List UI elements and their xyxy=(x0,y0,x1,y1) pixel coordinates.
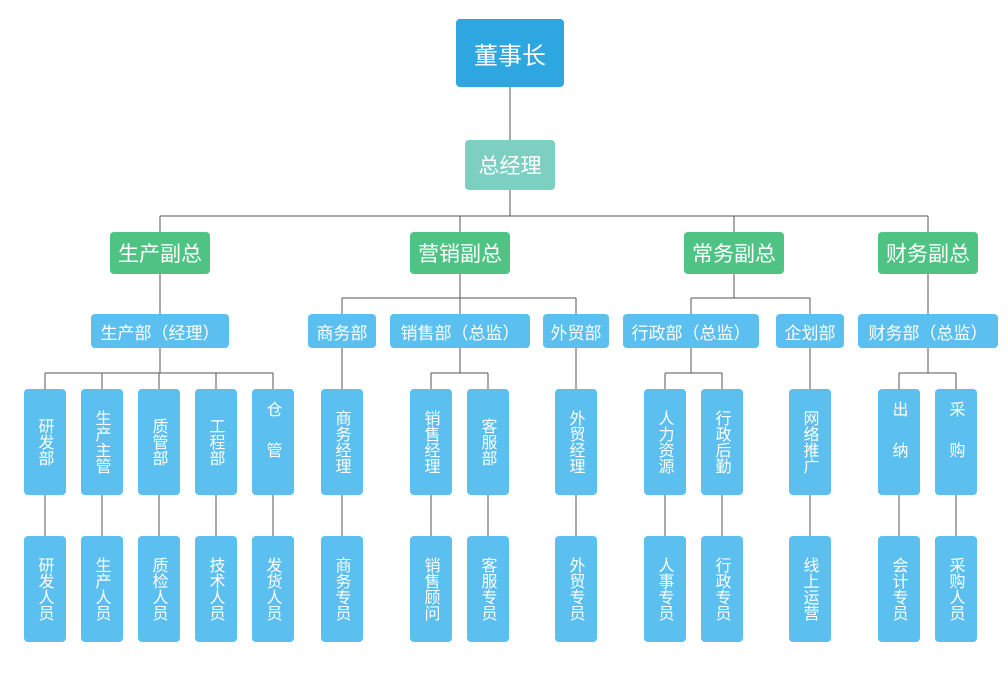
staff-role-box-label: 销售顾问 xyxy=(421,557,441,621)
staff-role-box-label: 线上运营 xyxy=(800,557,820,621)
unit-box: 质管部 xyxy=(138,389,180,495)
staff-role-box: 客服专员 xyxy=(467,536,509,642)
department-box: 企划部 xyxy=(776,314,844,348)
staff-role-box-label: 商务专员 xyxy=(332,557,352,621)
unit-box-label: 质管部 xyxy=(149,418,169,466)
staff-role-box: 行政专员 xyxy=(701,536,743,642)
staff-role-box-label: 质检人员 xyxy=(149,557,169,621)
vice-president-box: 常务副总 xyxy=(684,232,784,274)
staff-role-box: 线上运营 xyxy=(789,536,831,642)
staff-role-box-label: 采购人员 xyxy=(946,557,966,621)
unit-box: 工程部 xyxy=(195,389,237,495)
staff-role-box-label: 生产人员 xyxy=(92,557,112,621)
staff-role-box: 外贸专员 xyxy=(555,536,597,642)
unit-box-label: 采购 xyxy=(946,401,966,483)
unit-box-label: 网络推广 xyxy=(800,410,820,474)
vice-president-box: 生产副总 xyxy=(110,232,210,274)
unit-box: 人力资源 xyxy=(644,389,686,495)
staff-role-box: 采购人员 xyxy=(935,536,977,642)
unit-box-label: 行政后勤 xyxy=(712,410,732,474)
staff-role-box-label: 发货人员 xyxy=(263,557,283,621)
department-box: 行政部（总监） xyxy=(623,314,759,348)
department-box: 商务部 xyxy=(308,314,376,348)
department-box: 生产部（经理） xyxy=(91,314,229,348)
vice-president-box: 营销副总 xyxy=(410,232,510,274)
unit-box-label: 工程部 xyxy=(206,418,226,466)
department-box: 财务部（总监） xyxy=(858,314,998,348)
staff-role-box: 会计专员 xyxy=(878,536,920,642)
unit-box-label: 出纳 xyxy=(889,401,909,483)
staff-role-box: 技术人员 xyxy=(195,536,237,642)
staff-role-box-label: 客服专员 xyxy=(478,557,498,621)
staff-role-box: 人事专员 xyxy=(644,536,686,642)
unit-box-label: 商务经理 xyxy=(332,410,352,474)
unit-box-label: 生产主管 xyxy=(92,410,112,474)
unit-box-label: 销售经理 xyxy=(421,410,441,474)
staff-role-box-label: 人事专员 xyxy=(655,557,675,621)
staff-role-box: 发货人员 xyxy=(252,536,294,642)
department-box: 外贸部 xyxy=(543,314,609,348)
unit-box: 生产主管 xyxy=(81,389,123,495)
staff-role-box: 研发人员 xyxy=(24,536,66,642)
unit-box-label: 人力资源 xyxy=(655,410,675,474)
general-manager-box: 总经理 xyxy=(465,140,555,190)
staff-role-box-label: 技术人员 xyxy=(206,557,226,621)
staff-role-box: 商务专员 xyxy=(321,536,363,642)
unit-box: 网络推广 xyxy=(789,389,831,495)
unit-box: 销售经理 xyxy=(410,389,452,495)
unit-box-label: 研发部 xyxy=(35,418,55,466)
chairman-box: 董事长 xyxy=(456,19,564,87)
unit-box: 采购 xyxy=(935,389,977,495)
staff-role-box: 生产人员 xyxy=(81,536,123,642)
department-box: 销售部（总监） xyxy=(390,314,530,348)
staff-role-box-label: 会计专员 xyxy=(889,557,909,621)
unit-box: 外贸经理 xyxy=(555,389,597,495)
unit-box: 仓管 xyxy=(252,389,294,495)
unit-box: 行政后勤 xyxy=(701,389,743,495)
unit-box-label: 外贸经理 xyxy=(566,410,586,474)
unit-box: 客服部 xyxy=(467,389,509,495)
staff-role-box-label: 行政专员 xyxy=(712,557,732,621)
unit-box-label: 仓管 xyxy=(263,401,283,483)
vice-president-box: 财务副总 xyxy=(878,232,978,274)
staff-role-box: 销售顾问 xyxy=(410,536,452,642)
staff-role-box-label: 研发人员 xyxy=(35,557,55,621)
unit-box: 商务经理 xyxy=(321,389,363,495)
unit-box-label: 客服部 xyxy=(478,418,498,466)
unit-box: 出纳 xyxy=(878,389,920,495)
staff-role-box-label: 外贸专员 xyxy=(566,557,586,621)
unit-box: 研发部 xyxy=(24,389,66,495)
staff-role-box: 质检人员 xyxy=(138,536,180,642)
